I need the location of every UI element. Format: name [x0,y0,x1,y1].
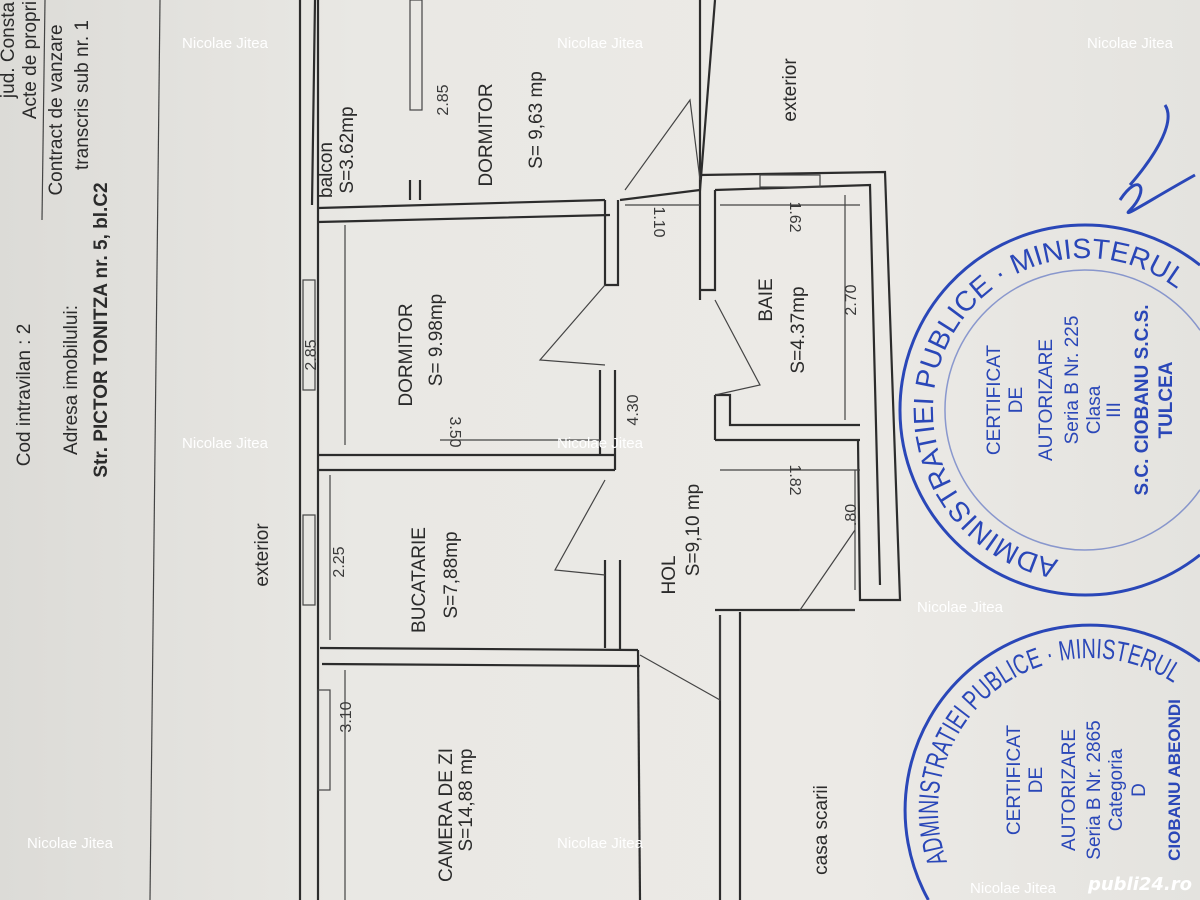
authorization-stamp: ADMINISTRATIEI PUBLICE · MINISTERUL CERT… [898,223,1200,597]
watermark: Nicolae Jitea [557,435,644,452]
header-rule [41,0,46,221]
stamp-text: AUTORIZARE [1036,339,1057,461]
stamp-text: CERTIFICAT [984,345,1005,456]
watermark: Nicolae Jitea [557,835,644,852]
header-line: Contract de vanzare [46,24,67,195]
authorization-stamp: ADMINISTRATIEI PUBLICE · MINISTERUL CERT… [903,623,1200,900]
stamp-outline [903,623,1200,900]
stamp-text: TULCEA [1156,361,1177,438]
stairwell-label: casa scarii [811,785,832,875]
room-area-balcon: S=3.62mp [337,106,358,193]
cod-intravilan: Cod intravilan : 2 [14,324,35,467]
stamp-text: DE [1006,387,1027,413]
room-name-hol: HOL [659,555,680,594]
dimension-label: 2.70 [843,284,860,315]
watermark: Nicolae Jitea [1087,35,1174,52]
room-area-dormitor-1: S= 9,63 mp [526,71,547,169]
door-swings [538,98,856,702]
dimension-label: 4.30 [625,394,642,425]
room-name-balcon: balcon [316,142,337,198]
header-border [149,0,161,900]
stamp-text: Seria B Nr. 2865 [1084,720,1105,859]
signature [1118,104,1196,215]
room-name-bucatarie: BUCATARIE [409,527,430,633]
watermark: Nicolae Jitea [182,435,269,452]
room-name-camera-de-zi: CAMERA DE ZI [436,748,457,882]
room-area-bucatarie: S=7,88mp [441,531,462,618]
stamp-text: D [1129,783,1150,797]
dimension-label: .80 [843,504,860,526]
stamp-inner-outline [944,269,1200,551]
stamp-text: Clasa [1084,385,1105,434]
watermark: Nicolae Jitea [970,880,1057,897]
room-area-baie: S=4.37mp [788,286,809,373]
header-line: jud. Consta [0,2,19,100]
stamp-text: AUTORIZARE [1059,729,1080,851]
watermarks: Nicolae Jitea Nicolae Jitea Nicolae Jite… [27,35,1174,897]
stamp-text: III [1104,402,1125,418]
dimension-label: 1.10 [650,206,667,237]
header-line: transcris sub nr. 1 [72,20,93,170]
stamp-ring-text: ADMINISTRATIEI PUBLICE · MINISTERUL [913,633,1187,870]
dimension-label: 3.50 [446,416,463,447]
stamp-outline [898,223,1200,597]
stamp-text: DE [1026,767,1047,793]
watermark: Nicolae Jitea [557,35,644,52]
watermark: Nicolae Jitea [182,35,269,52]
address-label: Adresa imobilului: [61,305,82,455]
dimension-label: 1.62 [786,201,803,232]
site-logo: publi24.ro [1087,874,1192,895]
watermark: Nicolae Jitea [27,835,114,852]
address: Str. PICTOR TONITZA nr. 5, bl.C2 [91,182,112,477]
walls [298,0,902,900]
header-line: Acte de propri [20,1,41,119]
stamp-text: Seria B Nr. 225 [1062,316,1083,445]
exterior-label: exterior [252,523,273,587]
dimension-label: 1.82 [786,464,803,495]
dimension-label: 2.85 [435,84,452,115]
stamp-text: CERTIFICAT [1004,725,1025,836]
stamp-text: Categoria [1106,748,1127,831]
room-area-dormitor-2: S= 9.98mp [426,294,447,386]
room-area-camera-de-zi: S=14,88 mp [456,749,477,852]
dimension-label: 2.25 [331,546,348,577]
dimension-label: 3.10 [338,701,355,732]
exterior-label: exterior [780,58,801,122]
room-name-baie: BAIE [756,278,777,321]
stamp-text: S.C. CIOBANU S.C.S. [1132,304,1153,495]
dimension-label: 2.85 [303,339,320,370]
stamp-ring-path-text: ADMINISTRATIEI PUBLICE · MINISTERUL [913,633,1187,870]
dimension-lines [329,195,860,900]
watermark: Nicolae Jitea [917,599,1004,616]
stamp-text: CIOBANU ABEONDI [1165,699,1184,861]
windows [302,0,821,791]
room-area-hol: S=9,10 mp [683,484,704,576]
room-name-dormitor-2: DORMITOR [396,303,417,406]
room-name-dormitor-1: DORMITOR [476,83,497,186]
